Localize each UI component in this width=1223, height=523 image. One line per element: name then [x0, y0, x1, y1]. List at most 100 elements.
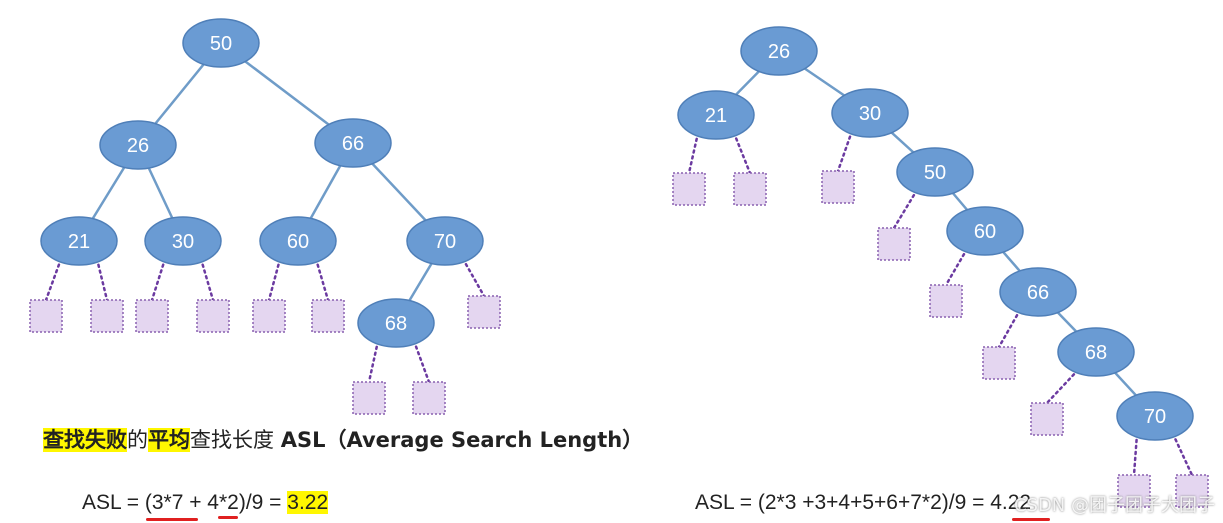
failure-edge	[412, 339, 431, 384]
node-label: 30	[859, 103, 881, 125]
tree-node-balanced-60: 60	[259, 216, 337, 266]
failure-node-skewed-5	[929, 284, 963, 318]
failure-edge	[944, 247, 969, 287]
node-ellipse	[144, 216, 222, 266]
node-label: 66	[1027, 282, 1049, 304]
failure-node-balanced-8	[352, 381, 386, 415]
node-ellipse	[40, 216, 118, 266]
failure-node-balanced-7	[467, 295, 501, 329]
tree-node-skewed-50: 50	[896, 147, 974, 197]
tree-node-skewed-68: 68	[1057, 327, 1135, 377]
failure-edge	[199, 257, 215, 302]
node-label: 68	[1085, 342, 1107, 364]
failure-node-skewed-2	[733, 172, 767, 206]
tree-node-skewed-60: 60	[946, 206, 1024, 256]
failure-edges	[44, 129, 1194, 477]
failure-edge	[997, 308, 1022, 349]
failure-edge	[892, 188, 919, 230]
failure-node-skewed-3	[821, 170, 855, 204]
node-ellipse	[831, 88, 909, 138]
node-label: 50	[924, 162, 946, 184]
tree-node-balanced-68: 68	[357, 298, 435, 348]
node-ellipse	[406, 216, 484, 266]
node-label: 66	[342, 133, 364, 155]
node-ellipse	[999, 267, 1077, 317]
node-label: 21	[705, 105, 727, 127]
node-label: 26	[127, 135, 149, 157]
failure-node-balanced-9	[412, 381, 446, 415]
tree-node-balanced-30: 30	[144, 216, 222, 266]
failure-edge	[461, 257, 486, 298]
node-label: 26	[768, 41, 790, 63]
node-ellipse	[677, 90, 755, 140]
node-label: 70	[434, 231, 456, 253]
failure-node-skewed-4	[877, 227, 911, 261]
node-label: 68	[385, 313, 407, 335]
caption-average: 平均	[148, 428, 190, 452]
formula-skewed-expr: ASL = (2*3 +3+4+5+6+7*2)/9 =	[695, 491, 991, 514]
node-ellipse	[1057, 327, 1135, 377]
failure-node-skewed-1	[672, 172, 706, 206]
caption-search-length: 查找长度	[190, 428, 281, 452]
caption-asl: ASL（Average Search Length）	[280, 428, 644, 452]
tree-node-skewed-21: 21	[677, 90, 755, 140]
node-label: 21	[68, 231, 90, 253]
node-ellipse	[182, 18, 260, 68]
failure-edge	[95, 257, 109, 302]
formula-balanced: ASL = (3*7 + 4*2)/9 = 3.22	[82, 491, 329, 515]
failure-node-balanced-4	[196, 299, 230, 333]
failure-node-balanced-6	[311, 299, 345, 333]
failure-node-balanced-2	[90, 299, 124, 333]
failure-nodes	[29, 170, 1209, 508]
failure-node-balanced-5	[252, 299, 286, 333]
node-ellipse	[1116, 391, 1194, 441]
node-ellipse	[896, 147, 974, 197]
failure-node-skewed-7	[1030, 402, 1064, 436]
caption: 查找失败的平均查找长度 ASL（Average Search Length）	[43, 424, 643, 454]
node-label: 70	[1144, 406, 1166, 428]
tree-node-balanced-50: 50	[182, 18, 260, 68]
tree-node-balanced-66: 66	[314, 118, 392, 168]
node-label: 60	[287, 231, 309, 253]
failure-node-balanced-1	[29, 299, 63, 333]
tree-nodes: 50 26 66 21 30 60 70 68 26 21 30 50 60 66 68 70	[40, 18, 1194, 441]
failure-edge	[367, 339, 380, 384]
node-ellipse	[259, 216, 337, 266]
watermark: CSDN @团子团子大团子	[1013, 495, 1215, 516]
red-mark-left-2	[218, 516, 238, 519]
failure-edge	[1171, 432, 1194, 477]
caption-failed-search: 查找失败	[43, 428, 127, 452]
node-ellipse	[740, 26, 818, 76]
node-ellipse	[99, 120, 177, 170]
tree-node-skewed-30: 30	[831, 88, 909, 138]
node-ellipse	[946, 206, 1024, 256]
tree-node-balanced-21: 21	[40, 216, 118, 266]
formula-balanced-result: 3.22	[287, 491, 329, 514]
node-ellipse	[357, 298, 435, 348]
formula-balanced-expr: ASL = (3*7 + 4*2)/9 =	[82, 491, 288, 514]
tree-node-skewed-70: 70	[1116, 391, 1194, 441]
tree-node-skewed-26: 26	[740, 26, 818, 76]
failure-edge	[44, 257, 63, 302]
failure-node-skewed-9	[1175, 474, 1209, 508]
failure-edge	[150, 257, 167, 302]
formula-skewed-result: 4.22	[990, 491, 1032, 514]
failure-edge	[1132, 432, 1139, 477]
node-label: 30	[172, 231, 194, 253]
failure-edge	[687, 131, 700, 175]
failure-node-skewed-6	[982, 346, 1016, 380]
red-underline-right	[1012, 518, 1050, 521]
formula-skewed: ASL = (2*3 +3+4+5+6+7*2)/9 = 4.22	[695, 491, 1031, 515]
failure-edge	[732, 131, 752, 175]
failure-node-skewed-8	[1117, 474, 1151, 508]
failure-edge	[836, 129, 854, 173]
red-underline-left	[146, 518, 198, 521]
failure-edge	[314, 257, 330, 302]
failure-edge	[1045, 368, 1080, 405]
caption-de: 的	[127, 428, 148, 452]
node-label: 60	[974, 221, 996, 243]
tree-node-balanced-26: 26	[99, 120, 177, 170]
failure-edge	[267, 257, 282, 302]
failure-node-balanced-3	[135, 299, 169, 333]
